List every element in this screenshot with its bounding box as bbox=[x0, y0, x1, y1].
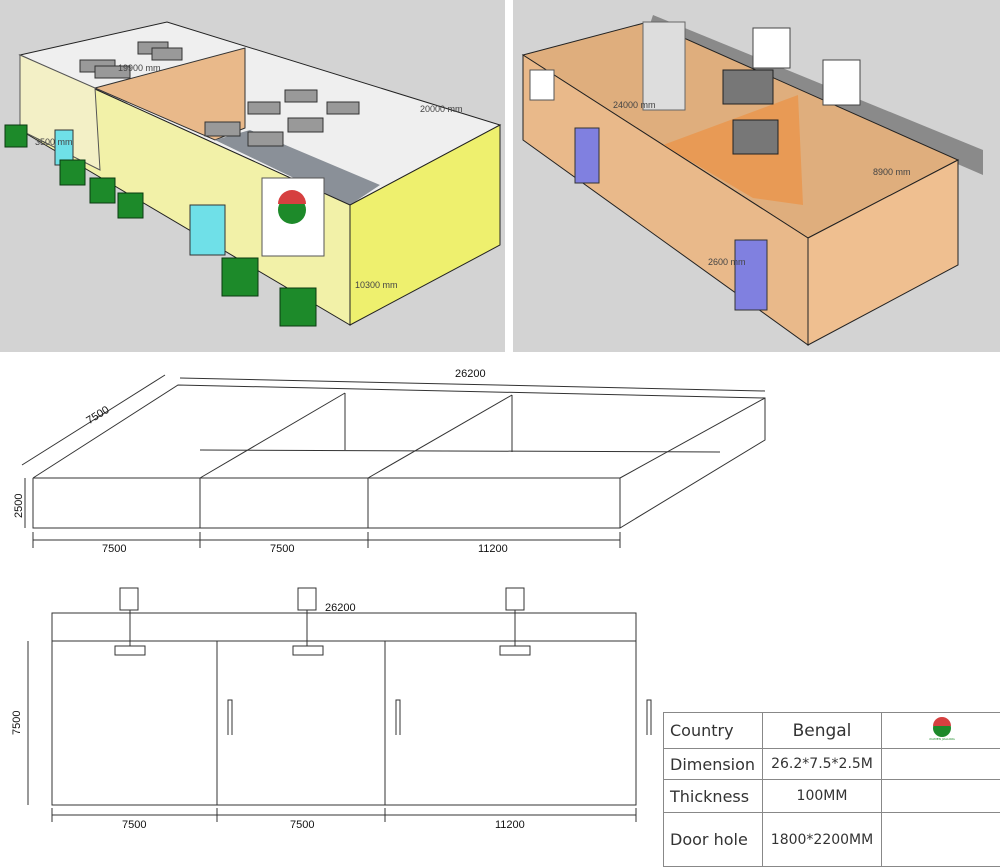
plan-segment-3: 11200 bbox=[495, 819, 525, 831]
evaporators bbox=[115, 646, 530, 655]
plan-total-length: 26200 bbox=[325, 602, 356, 614]
iso-segment-1: 7500 bbox=[102, 543, 126, 555]
condensing-units bbox=[120, 588, 524, 610]
iso-height: 2500 bbox=[13, 494, 25, 518]
isometric-drawing bbox=[22, 375, 765, 548]
width-label: 20000 mm bbox=[420, 104, 463, 114]
iso-segment-3: 11200 bbox=[478, 543, 508, 555]
height-label: 10300 mm bbox=[355, 280, 398, 290]
row-label: Country bbox=[664, 713, 763, 749]
length-label: 24000 mm bbox=[613, 100, 656, 110]
row-value: 26.2*7.5*2.5M bbox=[763, 749, 882, 780]
iso-depth: 7500 bbox=[84, 404, 111, 427]
render-left-panel: 19900 mm 20000 mm 10300 mm 3500 mm bbox=[0, 0, 505, 352]
door bbox=[190, 205, 225, 255]
cold-room-render-orange: 24000 mm 8900 mm 2600 mm bbox=[513, 0, 1000, 352]
iso-segment-2: 7500 bbox=[270, 543, 294, 555]
plan-segment-1: 7500 bbox=[122, 819, 146, 831]
plan-segment-2: 7500 bbox=[290, 819, 314, 831]
row-value: 100MM bbox=[763, 780, 882, 813]
width-label: 8900 mm bbox=[873, 167, 911, 177]
table-row: Thickness 100MM bbox=[664, 780, 1000, 813]
company-logo: XIAMEN JIALIANG bbox=[882, 713, 1000, 749]
row-label: Door hole bbox=[664, 813, 763, 867]
spec-table: Country Bengal XIAMEN JIALIANG Dimension… bbox=[663, 712, 1000, 867]
render-right-panel: 24000 mm 8900 mm 2600 mm bbox=[513, 0, 1000, 352]
row-label: Dimension bbox=[664, 749, 763, 780]
length-label: 19900 mm bbox=[118, 63, 161, 73]
plan-depth: 7500 bbox=[11, 711, 23, 735]
row-value: 1800*2200MM bbox=[763, 813, 882, 867]
cold-room-render-yellow: 19900 mm 20000 mm 10300 mm 3500 mm bbox=[0, 0, 505, 352]
door-label: 3500 mm bbox=[35, 137, 73, 147]
svg-text:XIAMEN JIALIANG: XIAMEN JIALIANG bbox=[929, 737, 955, 741]
row-label: Thickness bbox=[664, 780, 763, 813]
table-row: Door hole 1800*2200MM bbox=[664, 813, 1000, 867]
plan-drawing bbox=[28, 588, 651, 822]
table-row: Dimension 26.2*7.5*2.5M bbox=[664, 749, 1000, 780]
iso-total-length: 26200 bbox=[455, 368, 486, 380]
door-label: 2600 mm bbox=[708, 257, 746, 267]
table-row: Country Bengal XIAMEN JIALIANG bbox=[664, 713, 1000, 749]
row-value: Bengal bbox=[763, 713, 882, 749]
